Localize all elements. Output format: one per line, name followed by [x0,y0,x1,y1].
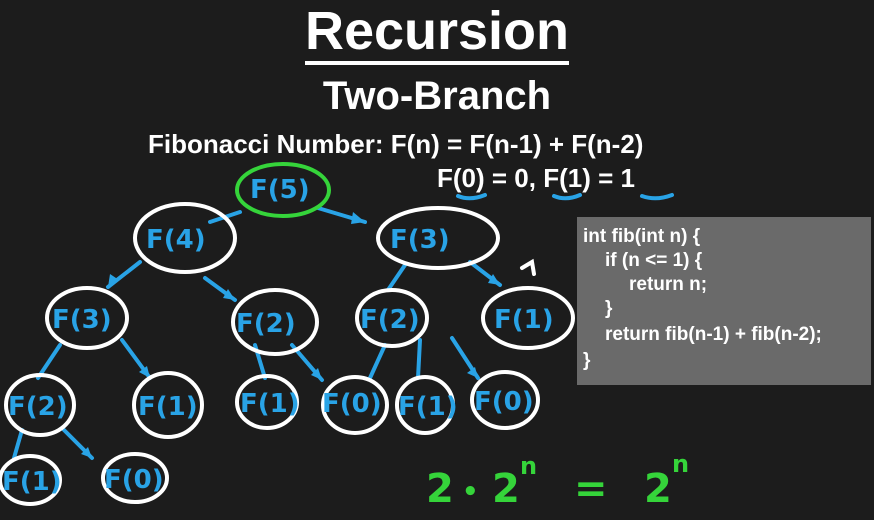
title: Recursion [0,0,874,65]
node-label: F(3) [52,305,112,335]
node-circle [101,452,169,504]
tree-edge [386,263,407,292]
root-highlight-circle [235,162,331,218]
node-label: F(1) [398,392,458,422]
equation-result-base: 2 [644,466,672,512]
underline-mark [456,193,487,201]
code-line-5: return fib(n-1) + fib(n-2); [605,324,822,345]
node-circle [45,286,129,350]
equation-exponent: n [520,452,537,480]
node-circle [132,371,204,439]
node-label: F(1) [2,467,62,497]
arrow-head [351,212,365,224]
node-label: F(4) [146,225,206,255]
code-block: int fib(int n) { if (n <= 1) { return n;… [577,217,871,385]
node-label: F(2) [8,392,68,422]
equation-result-exponent: n [672,450,689,478]
arrow-head [488,274,500,285]
node-circle [0,454,62,506]
node-circle [481,286,575,350]
base-cases: F(0) = 0, F(1) = 1 [437,163,635,193]
code-line-2: if (n <= 1) { [605,250,703,271]
node-circle [235,374,299,430]
code-line-4: } [605,298,613,319]
fibonacci-formula: Fibonacci Number: F(n) = F(n-1) + F(n-2) [148,129,644,159]
node-label: F(1) [240,389,300,419]
code-line-6: } [583,350,591,371]
node-circle [376,206,500,270]
node-label: F(0) [104,465,164,495]
arrow-head [108,274,119,287]
node-circle [470,370,540,430]
equation-dot: • [462,477,479,507]
tree-edge [36,343,62,380]
subtitle: Two-Branch [322,74,552,118]
code-line-3: return n; [629,274,708,295]
node-label-root: F(5) [250,175,310,205]
tree-edge [368,343,387,380]
node-label: F(2) [236,309,296,339]
title-text: Recursion [304,1,570,65]
node-circle [395,375,455,435]
code-line-1: int fib(int n) { [583,226,701,247]
node-circle [133,202,237,274]
arrow-head [223,289,235,300]
node-label: F(2) [360,305,420,335]
node-label: F(0) [322,389,382,419]
equation-equals: = [574,466,608,512]
node-label: F(0) [474,387,534,417]
tree-edge [12,428,24,460]
arrow-head [139,366,150,378]
arrow-head [467,367,478,378]
node-circle [231,288,319,356]
tree-edge [416,338,422,380]
underline-mark [552,193,582,201]
equation-base: 2 [426,466,454,512]
node-circle [321,375,389,435]
node-label: F(1) [138,392,198,422]
tick-mark [520,258,536,276]
node-label: F(1) [494,305,554,335]
node-circle [4,373,76,437]
underline-mark [640,193,674,201]
arrow-head [311,368,322,380]
node-circle [355,288,429,348]
arrow-head [81,447,92,458]
equation-base: 2 [492,466,520,512]
node-label: F(3) [390,225,450,255]
